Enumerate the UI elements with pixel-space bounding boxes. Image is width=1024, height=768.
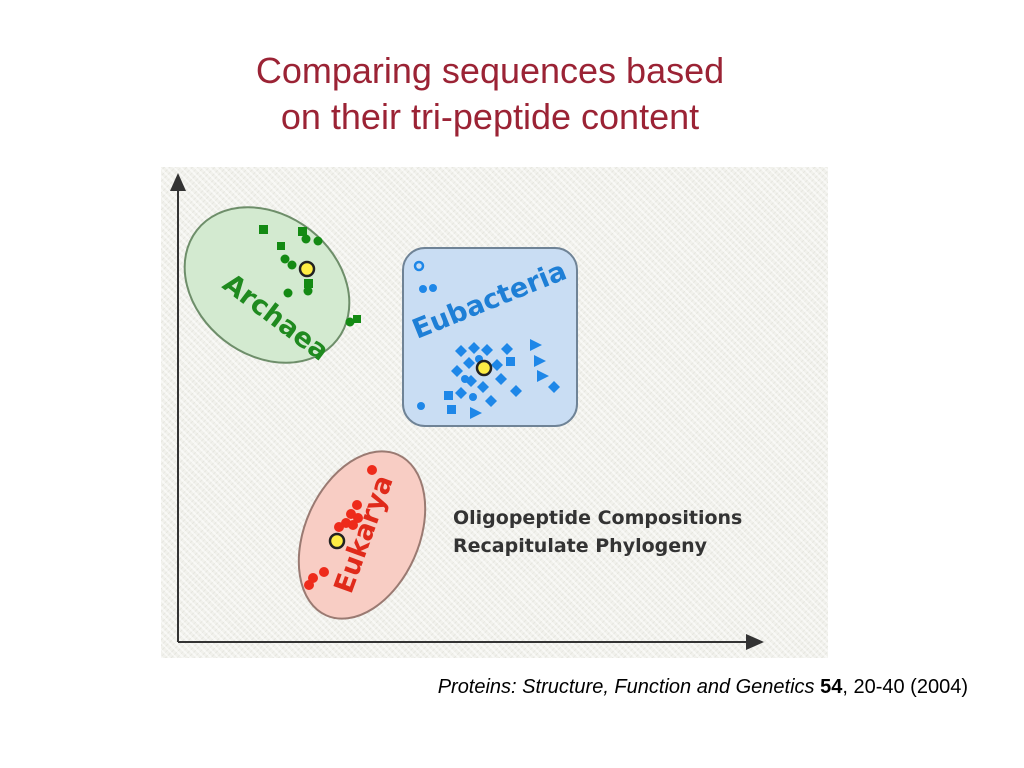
citation: Proteins: Structure, Function and Geneti…	[438, 676, 968, 699]
eubacteria-point	[468, 342, 480, 354]
eubacteria-point	[501, 343, 513, 355]
archaea-point	[301, 234, 311, 244]
eubacteria-point	[451, 365, 463, 377]
citation-volume: 54	[820, 676, 843, 698]
slide-title: Comparing sequences based on their tri-p…	[180, 48, 800, 140]
archaea-point	[280, 254, 290, 264]
archaea-point	[303, 286, 313, 296]
eukarya-point	[348, 520, 358, 530]
eubacteria-point	[444, 391, 453, 400]
eukarya-centroid	[328, 532, 346, 550]
archaea-point	[259, 225, 268, 234]
archaea-centroid	[298, 260, 316, 278]
archaea-point	[277, 242, 285, 250]
eubacteria-centroid	[475, 359, 493, 377]
eubacteria-point	[477, 381, 489, 393]
eubacteria-point	[455, 387, 467, 399]
phylogeny-figure: Archaea	[161, 167, 828, 658]
eukarya-points	[304, 465, 377, 590]
eubacteria-point	[470, 407, 482, 419]
eubacteria-point	[461, 375, 469, 383]
eukarya-point	[334, 522, 344, 532]
citation-pages-year: , 20-40 (2004)	[842, 676, 968, 698]
eubacteria-point	[447, 405, 456, 414]
eubacteria-point	[419, 285, 427, 293]
eubacteria-point	[491, 359, 503, 371]
archaea-point	[298, 227, 307, 236]
eubacteria-point	[417, 402, 425, 410]
archaea-point	[353, 315, 361, 323]
eubacteria-point	[537, 370, 549, 382]
archaea-points	[259, 225, 361, 327]
eubacteria-points	[413, 260, 560, 419]
citation-journal: Proteins: Structure, Function and Geneti…	[437, 676, 815, 698]
eukarya-point	[352, 500, 362, 510]
eubacteria-point	[485, 395, 497, 407]
archaea-point	[283, 288, 293, 298]
title-line-1: Comparing sequences based	[255, 50, 725, 91]
eukarya-region	[297, 450, 427, 620]
eubacteria-point	[413, 260, 425, 272]
figure-note-line-2: Recapitulate Phylogeny	[453, 535, 708, 557]
eubacteria-point	[510, 385, 522, 397]
eubacteria-point	[463, 357, 475, 369]
eubacteria-point	[530, 339, 542, 351]
archaea-point	[287, 260, 297, 270]
eubacteria-point	[548, 381, 560, 393]
eubacteria-region	[402, 247, 578, 427]
figure-note-line-1: Oligopeptide Compositions	[453, 507, 742, 529]
eukarya-point	[367, 465, 377, 475]
archaea-point	[304, 279, 313, 288]
eukarya-point	[319, 567, 329, 577]
archaea-region	[183, 206, 351, 364]
phylogeny-diagram: Archaea	[170, 173, 764, 650]
eubacteria-point	[495, 373, 507, 385]
eubacteria-point	[429, 284, 437, 292]
eubacteria-point	[481, 344, 493, 356]
archaea-point	[345, 317, 355, 327]
eubacteria-point	[469, 393, 477, 401]
eubacteria-point	[455, 345, 467, 357]
archaea-point	[313, 236, 323, 246]
eukarya-point	[353, 513, 363, 523]
eukarya-point	[304, 580, 314, 590]
title-line-2: on their tri-peptide content	[280, 96, 700, 137]
eubacteria-point	[506, 357, 515, 366]
eubacteria-point	[534, 355, 546, 367]
